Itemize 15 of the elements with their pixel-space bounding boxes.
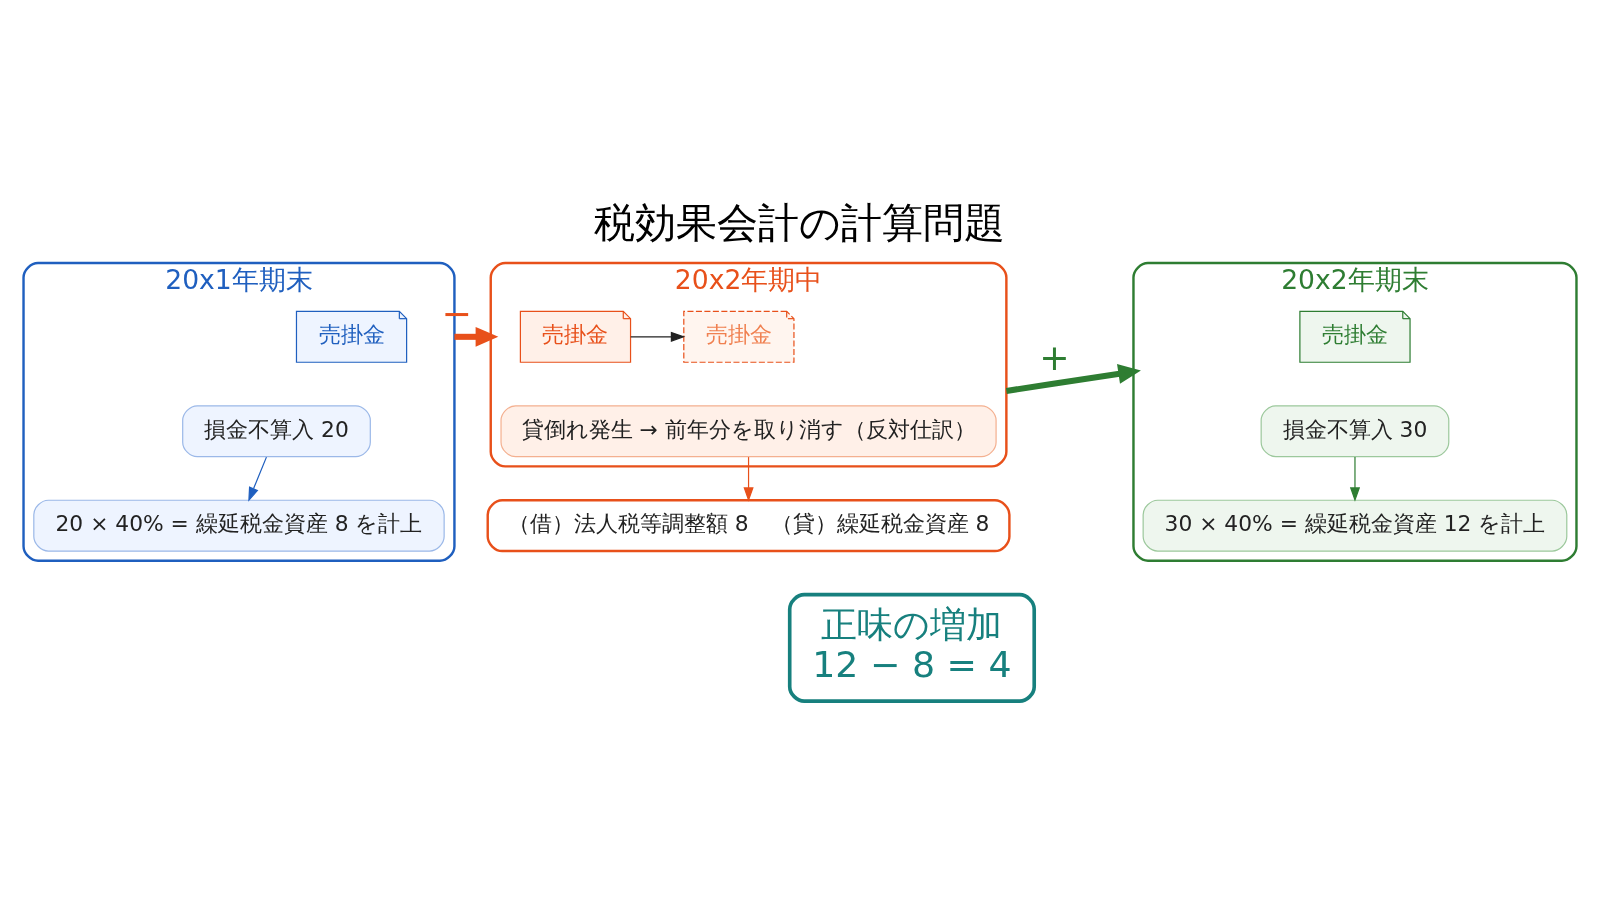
arrow xyxy=(743,456,754,502)
node-box: 20 × 40% = 繰延税金資産 8 を計上 xyxy=(33,499,445,552)
node-box: （借）法人税等調整額 8 （貸）繰延税金資産 8 xyxy=(486,499,1011,553)
arrow xyxy=(454,326,499,347)
node-box: 貸倒れ発生 → 前年分を取り消す（反対仕訳） xyxy=(500,405,997,458)
node-box: 損金不算入 20 xyxy=(182,405,371,458)
diagram-title: 税効果会計の計算問題 xyxy=(594,198,1006,247)
arrow xyxy=(1005,364,1141,394)
arrow xyxy=(248,456,268,502)
node-box: 損金不算入 30 xyxy=(1260,405,1450,458)
arrow xyxy=(630,331,686,342)
edge-label: + xyxy=(1039,336,1070,380)
arrow xyxy=(1349,456,1361,502)
node-box: 30 × 40% = 繰延税金資産 12 を計上 xyxy=(1142,499,1568,552)
node-box: 正味の増加 12 − 8 = 4 xyxy=(787,592,1037,703)
